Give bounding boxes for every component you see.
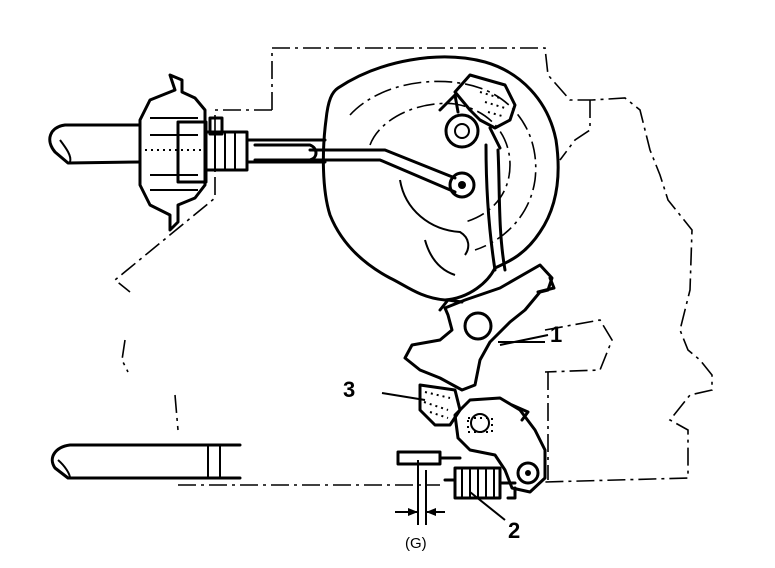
fast-idle-lever <box>403 263 556 392</box>
linkage-rod <box>308 148 457 194</box>
leader-lines <box>381 334 549 521</box>
idle-cam-assembly <box>418 383 547 500</box>
upper-hose <box>48 123 142 165</box>
vacuum-diaphragm <box>138 73 327 232</box>
label-gap: (G) <box>405 535 427 552</box>
throttle-housing <box>321 55 560 302</box>
label-part-2: 2 <box>508 518 520 543</box>
throttle-cam <box>438 73 517 150</box>
gap-dimension <box>395 460 445 525</box>
label-part-3: 3 <box>343 377 355 402</box>
lower-hose <box>50 443 242 480</box>
label-part-1: 1 <box>550 322 562 347</box>
carburetor-body-outline <box>113 47 713 486</box>
cable <box>484 143 507 272</box>
